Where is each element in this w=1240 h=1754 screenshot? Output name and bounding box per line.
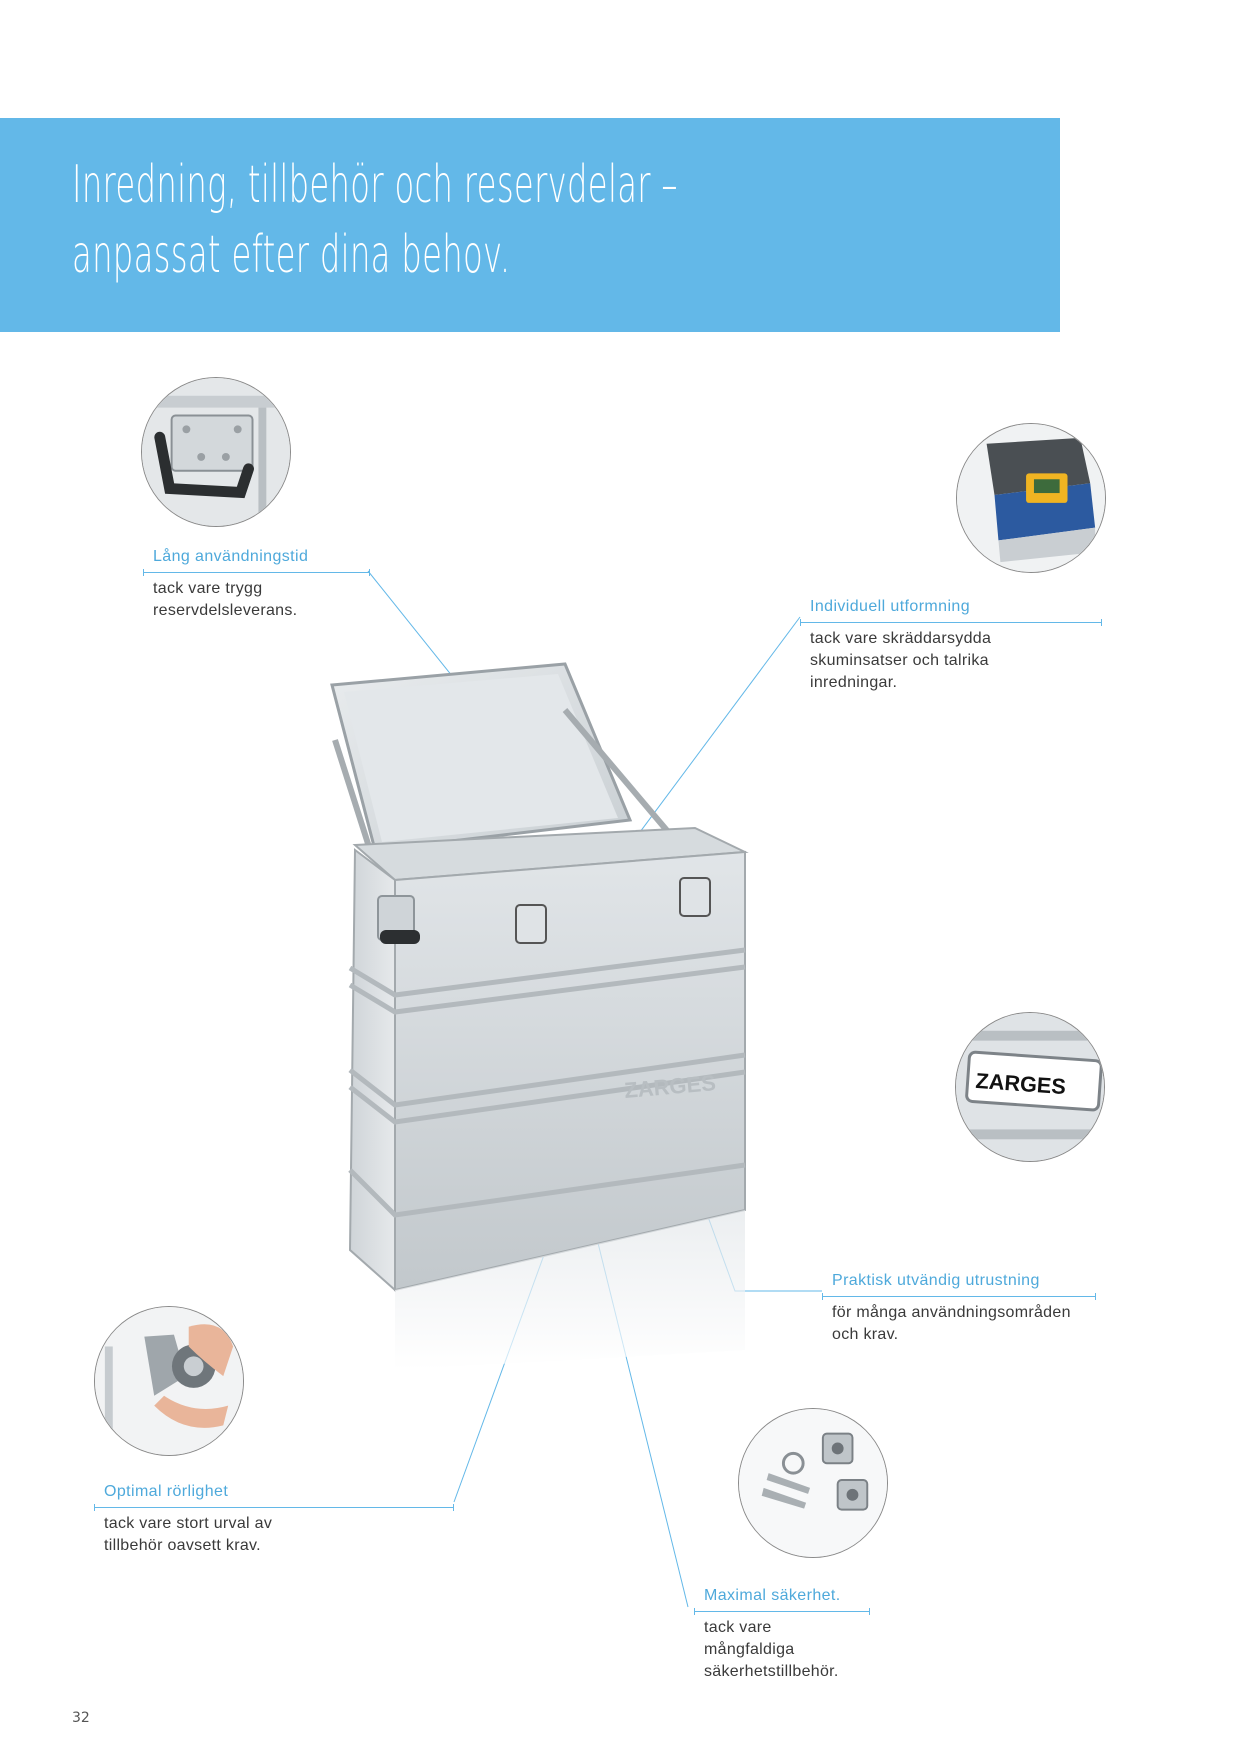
page-title-line-2: anpassat efter dina behov.: [72, 225, 511, 285]
handle-detail-image: [141, 377, 291, 527]
callout-line: skuminsatser och talrika: [810, 652, 989, 669]
callout-body: tack vare skräddarsydda skuminsatser och…: [800, 623, 1102, 694]
callout-rule: [143, 569, 370, 576]
title-banner: Inredning, tillbehör och reservdelar – a…: [0, 118, 1060, 332]
callout-rule: [94, 1504, 454, 1511]
callout-body: tack vare stort urval av tillbehör oavse…: [94, 1508, 454, 1557]
callout-heading: Optimal rörlighet: [104, 1483, 229, 1500]
castor-wheel-detail-image: [94, 1306, 244, 1456]
callout-maximal-sakerhet: Maximal säkerhet. tack vare mångfaldiga …: [694, 1585, 870, 1683]
callout-optimal-rorlighet: Optimal rörlighet tack vare stort urval …: [94, 1481, 454, 1557]
callout-line: tillbehör oavsett krav.: [104, 1537, 261, 1554]
callout-body: tack vare mångfaldiga säkerhetstillbehör…: [694, 1612, 870, 1683]
callout-lang-anvandningstid: Lång användningstid tack vare trygg rese…: [143, 546, 370, 622]
callout-line: tack vare trygg: [153, 580, 263, 597]
callout-line: säkerhetstillbehör.: [704, 1663, 839, 1680]
callout-line: inredningar.: [810, 674, 898, 691]
callout-line: tack vare skräddarsydda: [810, 630, 992, 647]
callout-heading: Individuell utformning: [810, 598, 970, 615]
callout-rule: [822, 1293, 1096, 1300]
callout-individuell-utformning: Individuell utformning tack vare skrädda…: [800, 596, 1102, 694]
callout-rule: [800, 619, 1102, 626]
page-title-line-1: Inredning, tillbehör och reservdelar –: [72, 155, 678, 215]
page-number: 32: [72, 1710, 90, 1726]
callout-rule: [694, 1608, 870, 1615]
label-holder-detail-image: ZARGES: [955, 1012, 1105, 1162]
aluminium-case-image: ZARGES: [300, 650, 860, 1370]
callout-body: tack vare trygg reservdelsleverans.: [143, 573, 370, 622]
callout-line: tack vare mångfaldiga: [704, 1619, 795, 1658]
callout-line: reservdelsleverans.: [153, 602, 298, 619]
foam-insert-detail-image: [956, 423, 1106, 573]
callout-heading: Praktisk utvändig utrustning: [832, 1272, 1040, 1289]
callout-heading: Lång användningstid: [153, 548, 309, 565]
locks-detail-image: [738, 1408, 888, 1558]
page-title: Inredning, tillbehör och reservdelar – a…: [72, 150, 1002, 290]
callout-line: för många användningsområden: [832, 1304, 1071, 1321]
callout-line: tack vare stort urval av: [104, 1515, 273, 1532]
callout-body: för många användningsområden och krav.: [822, 1297, 1096, 1346]
callout-heading: Maximal säkerhet.: [704, 1587, 841, 1604]
callout-line: och krav.: [832, 1326, 899, 1343]
callout-praktisk-utvandig-utrustning: Praktisk utvändig utrustning för många a…: [822, 1270, 1096, 1346]
